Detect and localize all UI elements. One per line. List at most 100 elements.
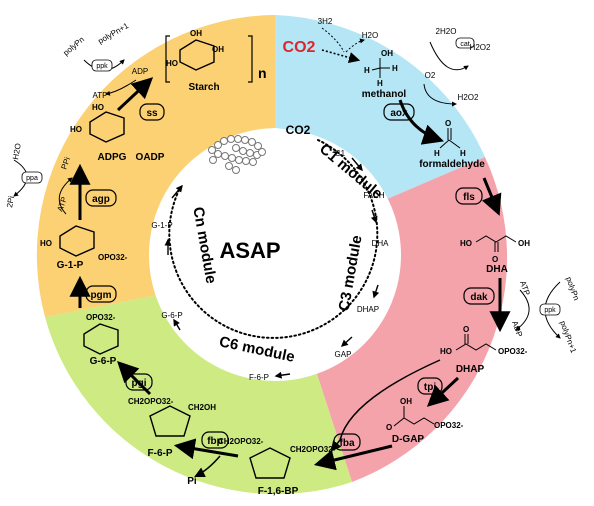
formaldehyde-atom-o: O [445, 119, 451, 128]
c1-h2o-out: H2O [362, 31, 378, 40]
c6-pgi-enzyme-box [125, 373, 153, 391]
c3-dgap-label: D-GAP [392, 434, 425, 445]
dha-structure [475, 235, 517, 252]
formaldehyde-atom-h-left: H [434, 149, 440, 158]
cn-g1p-label: G-1-P [57, 260, 84, 271]
cn-oadp-label: OADP [136, 152, 165, 163]
c6-g6p-label: G-6-P [90, 356, 117, 367]
cn-atp2-label: ATP [93, 91, 108, 100]
c1-cat-in: 2H2O [436, 27, 457, 36]
c6-fbp-enzyme-box [201, 431, 229, 449]
cn-2pi-label: 2Pi [5, 195, 16, 208]
dha-atom-ho: HO [460, 239, 472, 248]
g6p-opo3: OPO32- [86, 313, 116, 322]
cycle-arrow-c1-fadh [351, 157, 363, 172]
dhap-atom-ho: HO [440, 347, 452, 356]
starch-branch-icon [208, 135, 266, 174]
c3-polyp-n: polyPn [564, 276, 581, 302]
node-g6p: G-6-P [161, 311, 182, 320]
cn-ss-enzyme-box [139, 103, 165, 121]
c1-aox-enzyme: aox [390, 108, 408, 119]
c3-atp-label: ATP [518, 280, 532, 297]
c3-fls-enzyme: fls [463, 192, 475, 203]
c3-ppk-enzyme: ppk [544, 307, 556, 314]
cn-sector [36, 15, 275, 317]
f16bp-ch2opo3-right: CH2OPO32- [290, 445, 336, 454]
f6p-ch2oh: CH2OH [188, 403, 216, 412]
f6p-ring [149, 405, 191, 437]
cn-pgm-enzyme: pgm [90, 290, 111, 301]
node-g1p: G-1-P [151, 221, 172, 230]
cn-h2o-label: H2O [11, 143, 23, 161]
adpg-atom-ho-left: HO [70, 125, 82, 134]
c3-dhap-opo3: OPO32- [498, 347, 528, 356]
g6p-ring [83, 323, 119, 355]
c6-pgi-enzyme: pgi [132, 378, 147, 389]
cn-atp-in-arc [58, 177, 73, 215]
c1-catalase-arc [429, 41, 469, 71]
node-dhap: DHAP [357, 305, 379, 314]
node-f6p: F-6-P [249, 373, 269, 382]
cycle-arrow-starch [171, 184, 183, 199]
methanol-atom-h-bottom: H [377, 79, 383, 88]
c1-sector [275, 15, 485, 202]
cn-agp-enzyme-box [85, 189, 117, 207]
cycle-arrow-dha [370, 209, 378, 224]
c3-tpi-enzyme-box [417, 377, 443, 395]
c1-oxidation-arrow [398, 99, 444, 145]
c3-dak-enzyme-box [463, 287, 495, 305]
c6-fbp-enzyme: fbp [207, 436, 223, 447]
c1-methanol-label: methanol [362, 89, 407, 100]
cycle-arrow-g6p [173, 318, 181, 331]
cycle-arrow-f6p [274, 371, 291, 379]
c3-polyp-n1: polyPn+1 [558, 320, 578, 355]
c6-fba-enzyme-box [333, 433, 361, 451]
adpg-atom-ho-top: HO [92, 103, 104, 112]
cn-ppa-enzyme-box [21, 171, 43, 184]
starch-atom-oh-mid: OH [212, 45, 224, 54]
cn-ppi-label: PPi [59, 156, 72, 171]
g1p-opo3: OPO32- [98, 253, 128, 262]
cn-polyp-n: polyPn [62, 35, 87, 58]
g1p-atom-ho: HO [40, 239, 52, 248]
cn-starch-n: n [258, 65, 267, 81]
methanol-atom-h-left: H [364, 66, 370, 75]
dgap-structure [393, 406, 435, 427]
c3-ppk-enzyme-box [539, 303, 561, 316]
center-title: ASAP [219, 238, 280, 263]
methanol-structure [371, 58, 390, 78]
starch-atom-ho: HO [166, 59, 178, 68]
c6-fba-enzyme: fba [340, 438, 355, 449]
cycle-arrow-dhap [372, 284, 380, 299]
c1-formaldehyde-label: formaldehyde [419, 159, 485, 170]
starch-ring [179, 39, 215, 71]
cycle-arrow-gap [340, 336, 353, 347]
c1-o2-arc [423, 83, 457, 107]
node-co2: CO2 [286, 123, 311, 137]
c3-dha-label: DHA [486, 264, 508, 275]
methanol-atom-oh: OH [381, 49, 393, 58]
c6-sector [45, 295, 352, 495]
c6-f6p-label: F-6-P [148, 448, 173, 459]
cn-ss-arrow [116, 77, 154, 112]
cn-adp-regen-arc [105, 79, 137, 96]
cn-starch-label: Starch [188, 82, 219, 93]
c1-h2o-side-arrow [345, 38, 365, 53]
c1-cat-out: H2O2 [470, 43, 491, 52]
c6-f16bp-label: F-1,6-BP [258, 486, 299, 497]
dha-atom-oh: OH [518, 239, 530, 248]
formaldehyde-structure [439, 128, 461, 149]
c1-cat-enzyme-box [455, 37, 475, 49]
cn-ss-enzyme: ss [146, 108, 158, 119]
c1-h2-in: 3H2 [318, 17, 333, 26]
dha-atom-o: O [492, 255, 498, 264]
c6-pi-release-arrow [194, 455, 221, 477]
cn-agp-enzyme: agp [92, 194, 110, 205]
c1-aox-enzyme-box [383, 103, 415, 121]
f16bp-ring [249, 447, 291, 479]
node-gap: GAP [335, 350, 352, 359]
cn-adpg-label: ADPG [98, 152, 127, 163]
c1-h2o2-label: H2O2 [458, 93, 479, 102]
cn-pgm-enzyme-box [85, 285, 117, 303]
